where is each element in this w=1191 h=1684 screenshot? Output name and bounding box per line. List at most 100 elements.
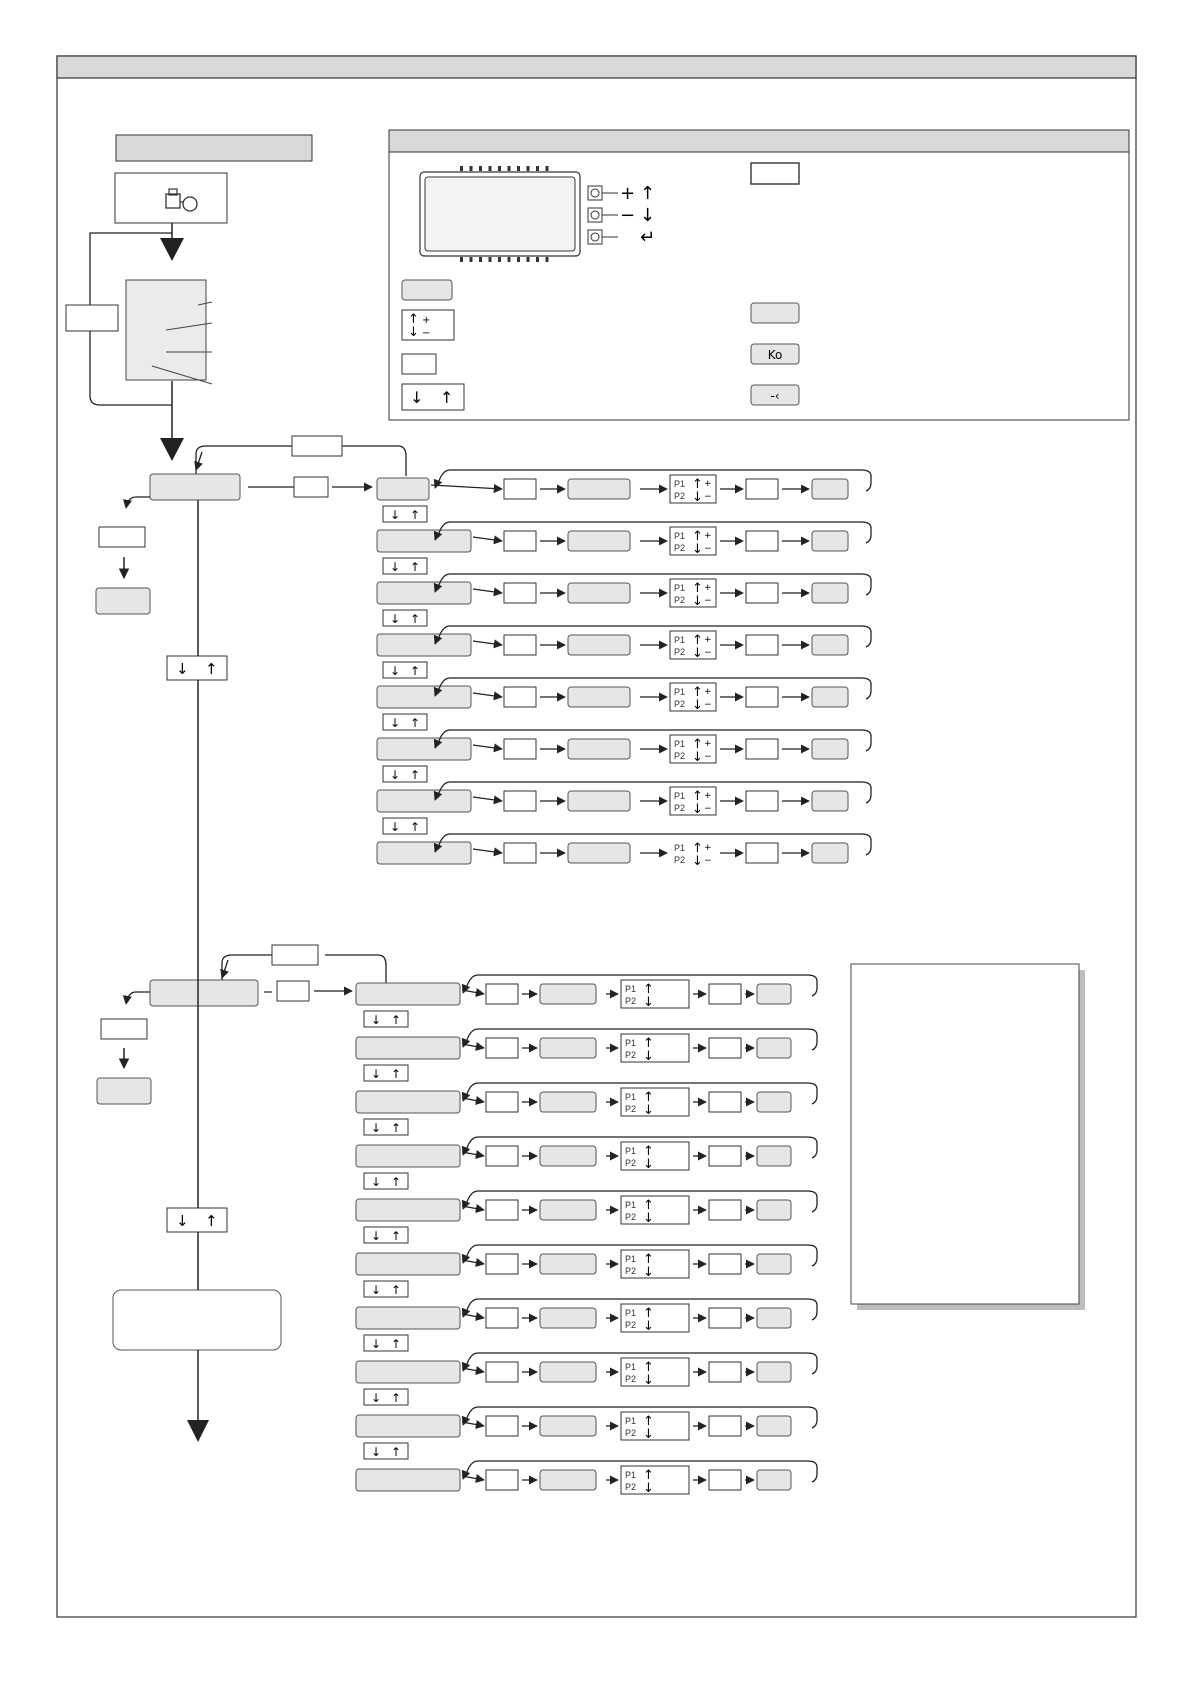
value-display <box>567 738 631 760</box>
value-display <box>539 983 597 1005</box>
plus-label: + <box>704 687 712 697</box>
menu-item-display <box>355 1198 461 1222</box>
loop-return <box>437 729 872 752</box>
code-box <box>485 1199 519 1221</box>
up-arrow-icon: ↑ <box>643 1036 654 1051</box>
loop-return <box>437 469 872 492</box>
key-icon <box>165 188 198 212</box>
lcd-display-legend <box>419 166 581 262</box>
code-box <box>745 530 779 552</box>
plus-label: + <box>704 479 712 489</box>
code-box <box>708 983 742 1005</box>
section1-rows: P1P2↑↓+−↓↑P1P2↑↓+−↓↑P1P2↑↓+−↓↑P1P2↑↓+−↓↑… <box>376 469 872 869</box>
up-arrow-icon: ↑ <box>643 1090 654 1105</box>
plus-label: + <box>704 531 712 541</box>
legend-updown-key <box>401 309 455 341</box>
up-arrow-icon: ↑ <box>410 560 420 574</box>
down-arrow-icon: ↓ <box>390 508 400 522</box>
lcd-pin <box>507 257 511 262</box>
value-display <box>539 1091 597 1113</box>
flow-arrow <box>461 1420 485 1430</box>
p2-label: P2 <box>625 1158 636 1168</box>
row-scroll-keys: ↓↑ <box>382 557 428 575</box>
down-arrow-icon: ↓ <box>643 1373 654 1388</box>
section1-enter-code-box <box>293 476 329 498</box>
lcd-pin <box>488 166 492 171</box>
p1-label: P1 <box>674 739 685 749</box>
menu-item-display <box>376 841 472 865</box>
up-arrow-icon: ↑ <box>692 529 703 544</box>
plus-label: + <box>422 315 430 326</box>
row-scroll-keys: ↓↑ <box>363 1226 409 1244</box>
p2-label: P2 <box>674 647 685 657</box>
confirm-display <box>811 634 849 656</box>
up-arrow-icon: ↑ <box>410 716 420 730</box>
code-box <box>708 1361 742 1383</box>
p2-label: P2 <box>674 699 685 709</box>
flow-arrow <box>472 691 503 701</box>
down-arrow-icon: ↓ <box>643 1481 654 1496</box>
code-box <box>708 1199 742 1221</box>
row-scroll-keys: ↓↑ <box>363 1280 409 1298</box>
down-arrow-icon: ↓ <box>371 1013 381 1027</box>
down-arrow-icon: ↓ <box>692 594 703 609</box>
p1-label: P1 <box>674 843 685 853</box>
down-arrow-icon: ↓ <box>390 768 400 782</box>
up-arrow-icon: ↑ <box>391 1067 401 1081</box>
menu-item-display <box>376 737 472 761</box>
up-arrow-icon: ↑ <box>410 612 420 626</box>
down-arrow-icon: ↓ <box>692 698 703 713</box>
plus-label: + <box>704 635 712 645</box>
code-box <box>485 1361 519 1383</box>
value-display <box>567 790 631 812</box>
button-minus-down: − ↓ <box>587 205 655 226</box>
down-arrow-icon: ↓ <box>692 490 703 505</box>
section-title-bar <box>115 134 313 162</box>
page-header-bar <box>56 55 1137 79</box>
up-arrow-icon: ↑ <box>391 1121 401 1135</box>
down-arrow-icon: ↓ <box>692 854 703 869</box>
down-arrow-icon: ↓ <box>371 1229 381 1243</box>
code-box <box>708 1037 742 1059</box>
menu-item-display <box>376 581 472 605</box>
flow-arrow <box>472 795 503 805</box>
value-display <box>539 1145 597 1167</box>
end-terminal-box <box>112 1289 282 1351</box>
row-scroll-keys: ↓↑ <box>363 1442 409 1460</box>
code-box <box>745 478 779 500</box>
flow-end-arrow <box>187 1420 209 1442</box>
flow-arrow <box>433 530 443 541</box>
up-arrow-icon: ↑ <box>643 1144 654 1159</box>
up-arrow-icon: ↑ <box>692 581 703 596</box>
code-box <box>485 1145 519 1167</box>
loop-return <box>465 974 818 997</box>
code-box <box>485 983 519 1005</box>
section1-menu-display <box>149 473 241 501</box>
up-arrow-icon: ↑ <box>692 685 703 700</box>
down-arrow-icon: ↓ <box>371 1337 381 1351</box>
code-box <box>708 1091 742 1113</box>
loop-return <box>465 1352 818 1375</box>
minus-label: − <box>704 804 712 814</box>
code-box <box>708 1145 742 1167</box>
confirm-display <box>756 1361 792 1383</box>
p1-label: P1 <box>625 984 636 994</box>
menu-item-display <box>355 1414 461 1438</box>
flow-arrow <box>433 686 443 697</box>
loop-return <box>465 1028 818 1051</box>
code-box <box>485 1469 519 1491</box>
loop-return <box>465 1082 818 1105</box>
flow-arrow <box>461 1366 485 1376</box>
menu-item-display <box>355 1036 461 1060</box>
